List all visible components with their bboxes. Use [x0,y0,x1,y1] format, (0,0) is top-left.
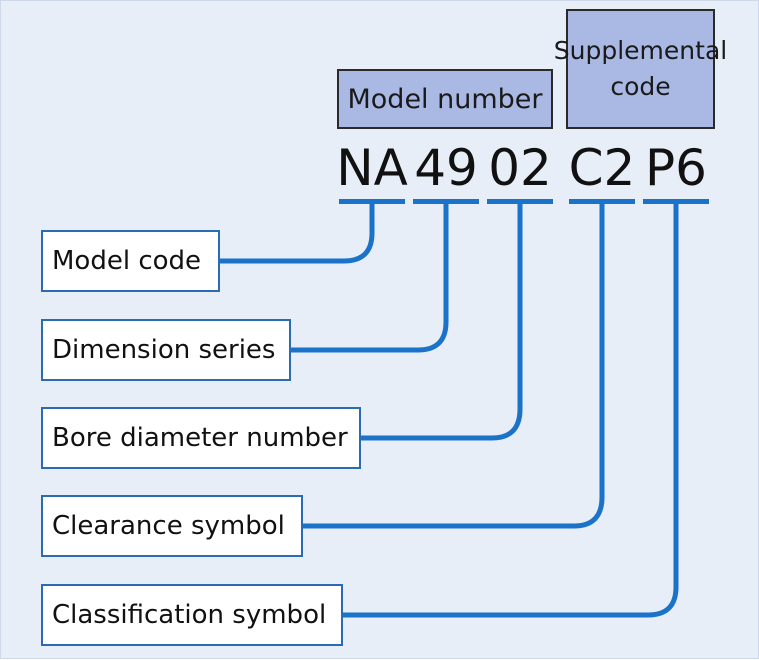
label-classification-symbol-text: Classification symbol [52,600,327,630]
code-part-na: NA [336,139,408,197]
model-number-header: Model number [337,69,553,129]
code-part-p6: P6 [645,139,707,197]
connector-clearance [301,204,605,529]
underline-clearance [569,199,635,204]
label-bore-diameter-number-text: Bore diameter number [52,423,348,453]
model-number-header-text: Model number [347,83,543,115]
code-part-49: 49 [414,139,478,197]
connector-classification [341,204,679,618]
label-clearance-symbol: Clearance symbol [41,495,303,557]
underline-classification [643,199,709,204]
underline-bore-diameter [487,199,553,204]
label-classification-symbol: Classification symbol [41,584,343,646]
label-clearance-symbol-text: Clearance symbol [52,511,285,541]
connector-bore-diameter [359,204,523,441]
supplemental-code-header: Supplemental code [554,9,727,129]
label-model-code: Model code [41,230,220,292]
underline-model-code [339,199,405,204]
connector-model-code [219,204,375,264]
label-bore-diameter-number: Bore diameter number [41,407,361,469]
label-dimension-series-text: Dimension series [52,335,276,365]
code-part-02: 02 [488,139,552,197]
underline-dimension-series [413,199,479,204]
label-dimension-series: Dimension series [41,319,291,381]
label-model-code-text: Model code [52,246,202,276]
supplemental-code-header-text: Supplemental code [553,36,728,101]
code-part-c2: C2 [568,139,636,197]
connector-dimension-series [290,204,449,353]
